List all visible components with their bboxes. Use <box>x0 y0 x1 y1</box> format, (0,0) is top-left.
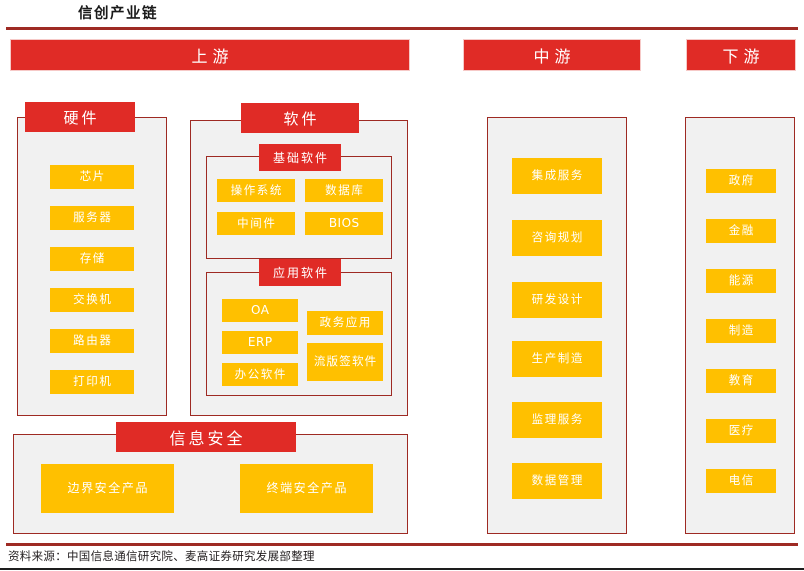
top-divider <box>6 27 798 30</box>
chip-midstream-4[interactable]: 生产制造 <box>512 341 602 377</box>
chip-midstream-3[interactable]: 研发设计 <box>512 282 602 318</box>
chip-midstream-5[interactable]: 监理服务 <box>512 402 602 438</box>
chip-hardware-4[interactable]: 交换机 <box>50 288 134 312</box>
chip-midstream-2[interactable]: 咨询规划 <box>512 220 602 256</box>
bottom-divider <box>6 543 798 546</box>
chip-basic-software-2[interactable]: 数据库 <box>305 179 383 202</box>
chip-basic-software-4[interactable]: BIOS <box>305 212 383 235</box>
chip-hardware-3[interactable]: 存储 <box>50 247 134 271</box>
chip-hardware-6[interactable]: 打印机 <box>50 370 134 394</box>
chip-app-software-right-1[interactable]: 政务应用 <box>307 311 383 335</box>
baseline-divider <box>0 568 804 570</box>
panel-label-software: 软件 <box>241 103 359 133</box>
chip-downstream-2[interactable]: 金融 <box>706 219 776 243</box>
segment-header-downstream: 下游 <box>687 40 795 70</box>
chip-hardware-5[interactable]: 路由器 <box>50 329 134 353</box>
chip-app-software-right-2[interactable]: 流版签软件 <box>307 343 383 381</box>
source-note: 资料来源：中国信息通信研究院、麦高证券研究发展部整理 <box>8 549 315 563</box>
chip-basic-software-3[interactable]: 中间件 <box>217 212 295 235</box>
chip-app-software-left-2[interactable]: ERP <box>222 331 298 354</box>
panel-label-application-software: 应用软件 <box>259 259 341 286</box>
chip-downstream-4[interactable]: 制造 <box>706 319 776 343</box>
chip-basic-software-1[interactable]: 操作系统 <box>217 179 295 202</box>
chip-midstream-1[interactable]: 集成服务 <box>512 158 602 194</box>
panel-label-hardware: 硬件 <box>25 102 135 132</box>
chip-downstream-6[interactable]: 医疗 <box>706 419 776 443</box>
chip-information-security-2[interactable]: 终端安全产品 <box>240 464 373 513</box>
panel-label-basic-software: 基础软件 <box>259 144 341 171</box>
segment-header-upstream: 上游 <box>11 40 409 70</box>
page-title: 信创产业链 <box>78 6 158 22</box>
chip-hardware-2[interactable]: 服务器 <box>50 206 134 230</box>
chip-downstream-1[interactable]: 政府 <box>706 169 776 193</box>
chip-information-security-1[interactable]: 边界安全产品 <box>41 464 174 513</box>
panel-basic-software <box>206 156 392 259</box>
chip-app-software-left-1[interactable]: OA <box>222 299 298 322</box>
chip-downstream-3[interactable]: 能源 <box>706 269 776 293</box>
panel-label-information-security: 信息安全 <box>116 422 296 452</box>
segment-header-midstream: 中游 <box>464 40 640 70</box>
chip-hardware-1[interactable]: 芯片 <box>50 165 134 189</box>
chip-app-software-left-3[interactable]: 办公软件 <box>222 363 298 386</box>
chip-midstream-6[interactable]: 数据管理 <box>512 463 602 499</box>
chip-downstream-7[interactable]: 电信 <box>706 469 776 493</box>
chip-downstream-5[interactable]: 教育 <box>706 369 776 393</box>
